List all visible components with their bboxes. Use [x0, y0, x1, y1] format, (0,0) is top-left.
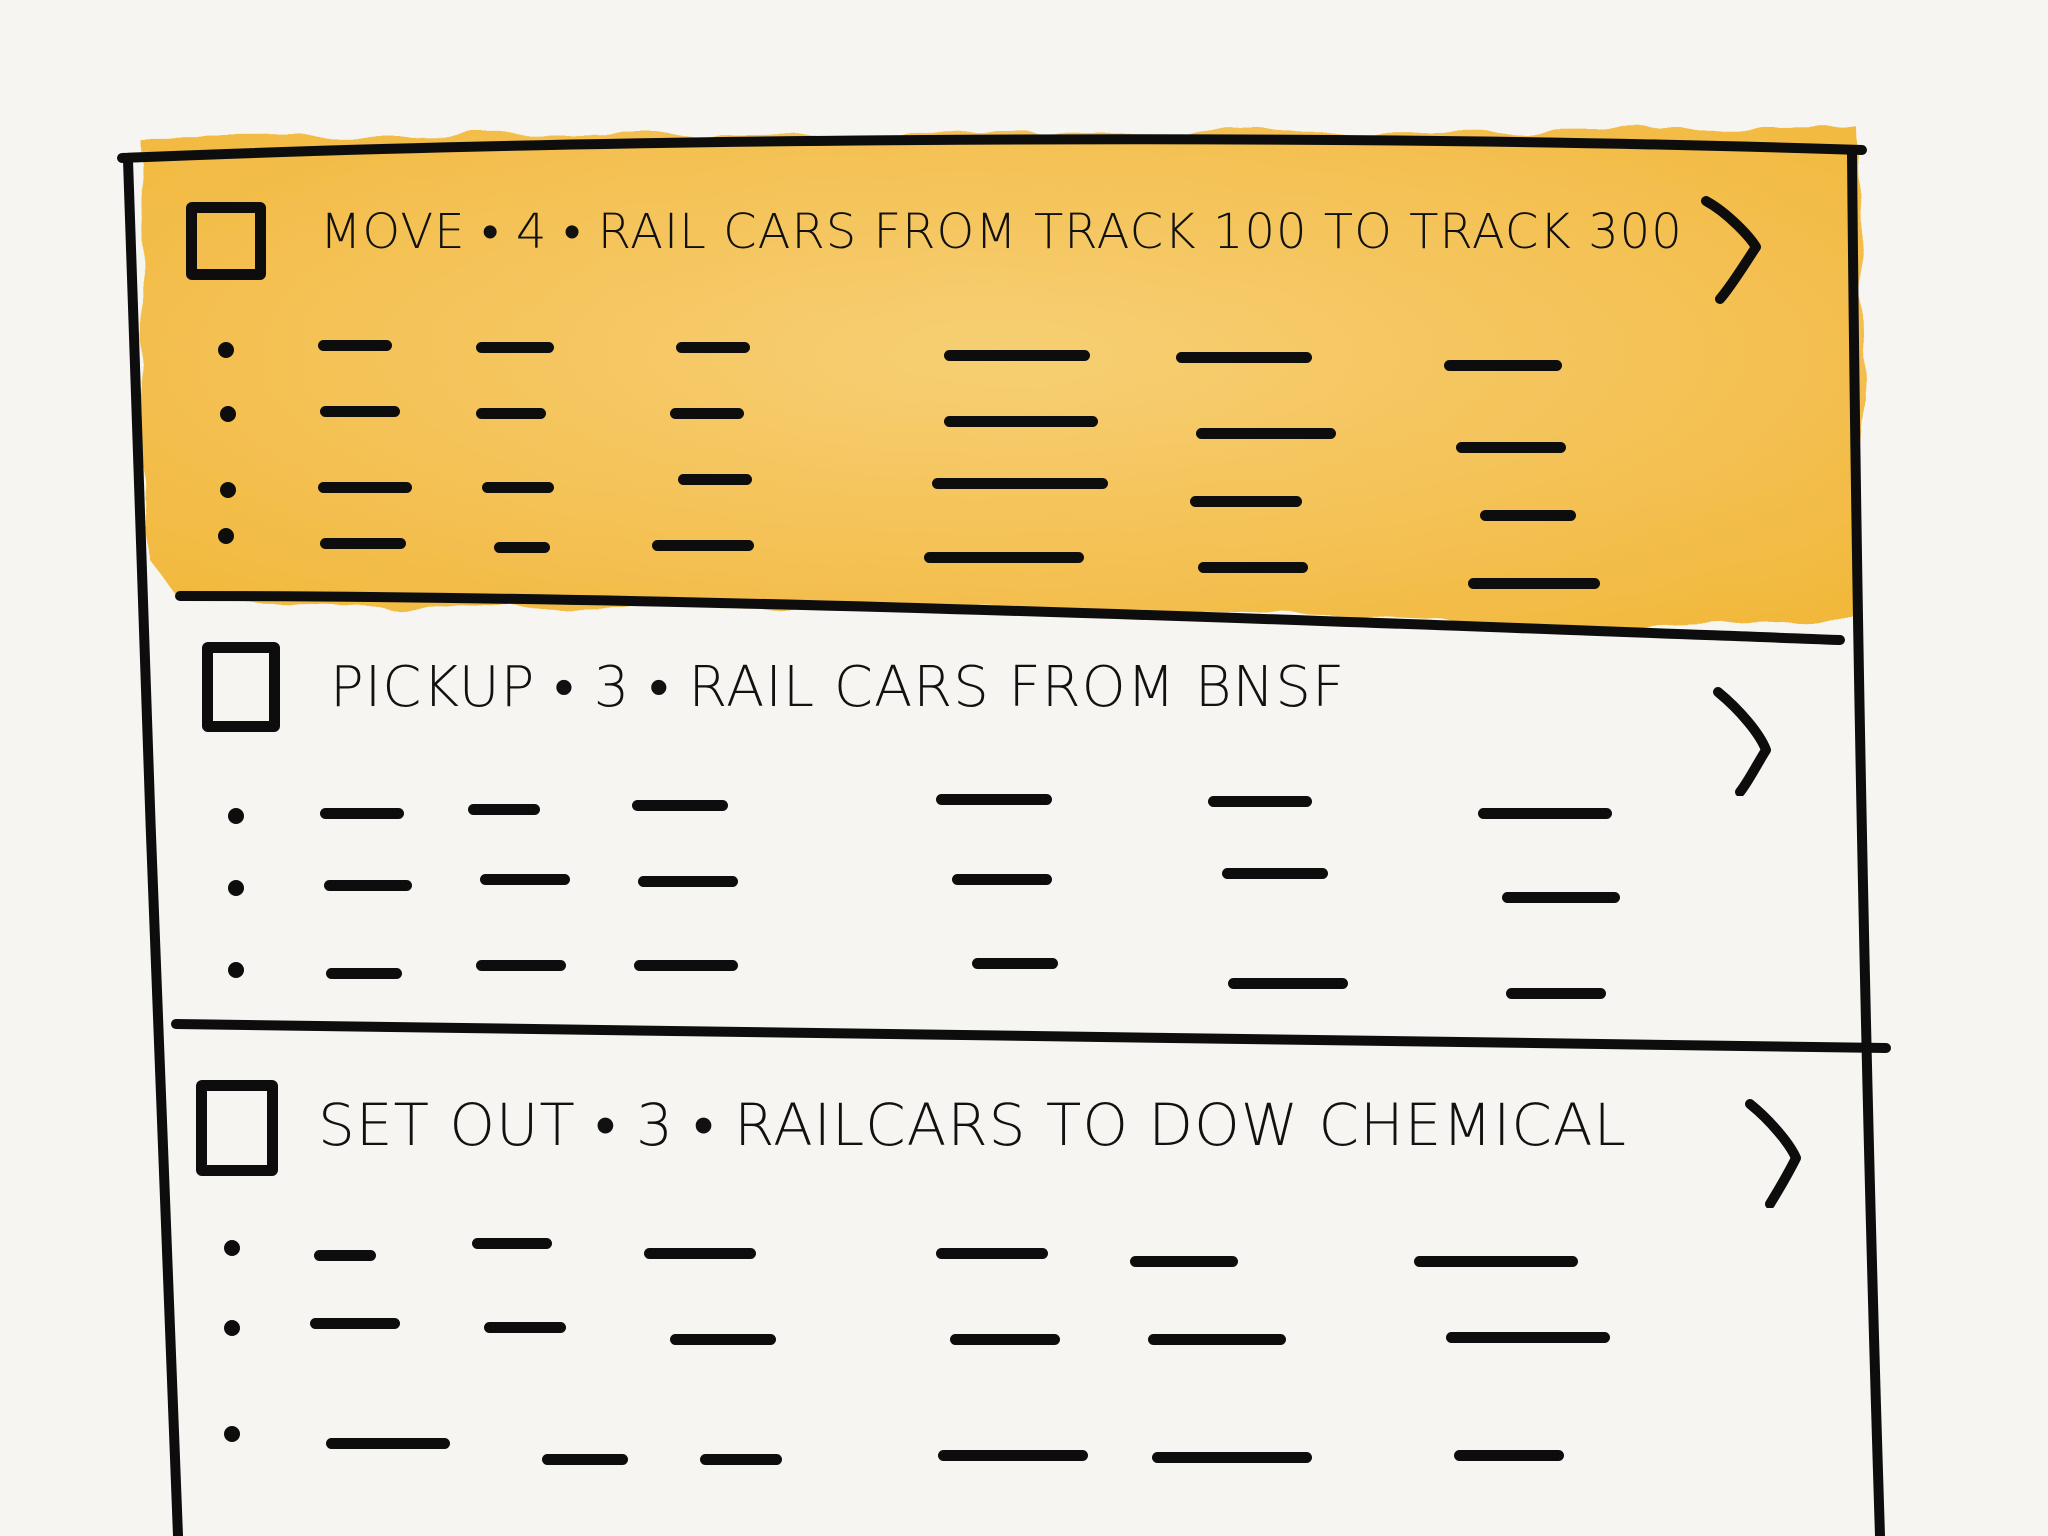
placeholder-dash: [676, 342, 750, 353]
placeholder-dash: [314, 1250, 376, 1261]
divider-2: [171, 1019, 1891, 1053]
bullet: [224, 1426, 240, 1442]
placeholder-dash: [924, 552, 1084, 563]
placeholder-dash: [652, 540, 754, 551]
placeholder-dash: [1478, 808, 1612, 819]
placeholder-dash: [484, 1322, 566, 1333]
placeholder-dash: [700, 1454, 782, 1465]
placeholder-dash: [1446, 1332, 1610, 1343]
placeholder-dash: [310, 1318, 400, 1329]
task-title: PICKUP • 3 • RAIL CARS FROM BNSF: [330, 655, 1346, 720]
bullet: [218, 528, 234, 544]
placeholder-dash: [472, 1238, 552, 1249]
bullet: [220, 406, 236, 422]
placeholder-dash: [938, 1450, 1088, 1461]
placeholder-dash: [1414, 1256, 1578, 1267]
placeholder-dash: [1480, 510, 1576, 521]
placeholder-dash: [670, 1334, 776, 1345]
placeholder-dash: [638, 876, 738, 887]
frame-top: [117, 134, 1867, 163]
task-title: MOVE • 4 • RAIL CARS FROM TRACK 100 TO T…: [320, 204, 1683, 260]
bullet: [228, 962, 244, 978]
placeholder-dash: [1502, 892, 1620, 903]
placeholder-dash: [936, 1248, 1048, 1259]
chevron-right-icon[interactable]: [1710, 686, 1780, 796]
placeholder-dash: [932, 478, 1108, 489]
placeholder-dash: [1208, 796, 1312, 807]
task-checkbox[interactable]: [196, 1080, 278, 1176]
divider-1: [175, 591, 1845, 645]
bullet: [218, 342, 234, 358]
placeholder-dash: [476, 408, 546, 419]
placeholder-dash: [1468, 578, 1600, 589]
bullet: [220, 482, 236, 498]
placeholder-dash: [476, 960, 566, 971]
placeholder-dash: [1196, 428, 1336, 439]
placeholder-dash: [320, 406, 400, 417]
placeholder-dash: [318, 482, 412, 493]
chevron-right-icon[interactable]: [1740, 1098, 1810, 1208]
bullet: [228, 808, 244, 824]
placeholder-dash: [1222, 868, 1328, 879]
bullet: [228, 880, 244, 896]
frame-left: [123, 155, 183, 1536]
placeholder-dash: [320, 808, 404, 819]
placeholder-dash: [320, 538, 406, 549]
placeholder-dash: [1444, 360, 1562, 371]
placeholder-dash: [542, 1454, 628, 1465]
placeholder-dash: [1152, 1452, 1312, 1463]
task-card-setout[interactable]: SET OUT • 3 • RAILCARS TO DOW CHEMICAL: [150, 1050, 1880, 1536]
placeholder-dash: [678, 474, 752, 485]
placeholder-dash: [1130, 1256, 1238, 1267]
placeholder-dash: [1198, 562, 1308, 573]
placeholder-dash: [632, 800, 728, 811]
bullet: [224, 1320, 240, 1336]
task-card-move[interactable]: MOVE • 4 • RAIL CARS FROM TRACK 100 TO T…: [150, 160, 1860, 600]
task-title: SET OUT • 3 • RAILCARS TO DOW CHEMICAL: [318, 1091, 1627, 1159]
placeholder-dash: [944, 416, 1098, 427]
task-checkbox[interactable]: [202, 642, 280, 732]
task-checkbox[interactable]: [186, 202, 266, 280]
placeholder-dash: [494, 542, 550, 553]
placeholder-dash: [670, 408, 744, 419]
placeholder-dash: [634, 960, 738, 971]
placeholder-dash: [480, 874, 570, 885]
placeholder-dash: [476, 342, 554, 353]
placeholder-dash: [324, 880, 412, 891]
placeholder-dash: [1506, 988, 1606, 999]
placeholder-dash: [1176, 352, 1312, 363]
placeholder-dash: [950, 1334, 1060, 1345]
placeholder-dash: [1454, 1450, 1564, 1461]
placeholder-dash: [318, 340, 392, 351]
placeholder-dash: [952, 874, 1052, 885]
placeholder-dash: [482, 482, 554, 493]
placeholder-dash: [326, 1438, 450, 1449]
placeholder-dash: [972, 958, 1058, 969]
placeholder-dash: [1190, 496, 1302, 507]
placeholder-dash: [1456, 442, 1566, 453]
placeholder-dash: [944, 350, 1090, 361]
placeholder-dash: [936, 794, 1052, 805]
chevron-right-icon[interactable]: [1698, 195, 1768, 305]
placeholder-dash: [644, 1248, 756, 1259]
frame-right: [1847, 147, 1885, 1536]
placeholder-dash: [326, 968, 402, 979]
placeholder-dash: [1148, 1334, 1286, 1345]
bullet: [224, 1240, 240, 1256]
selected-highlight: [138, 128, 1866, 630]
placeholder-dash: [468, 804, 540, 815]
placeholder-dash: [1228, 978, 1348, 989]
task-card-pickup[interactable]: PICKUP • 3 • RAIL CARS FROM BNSF: [150, 620, 1870, 1020]
